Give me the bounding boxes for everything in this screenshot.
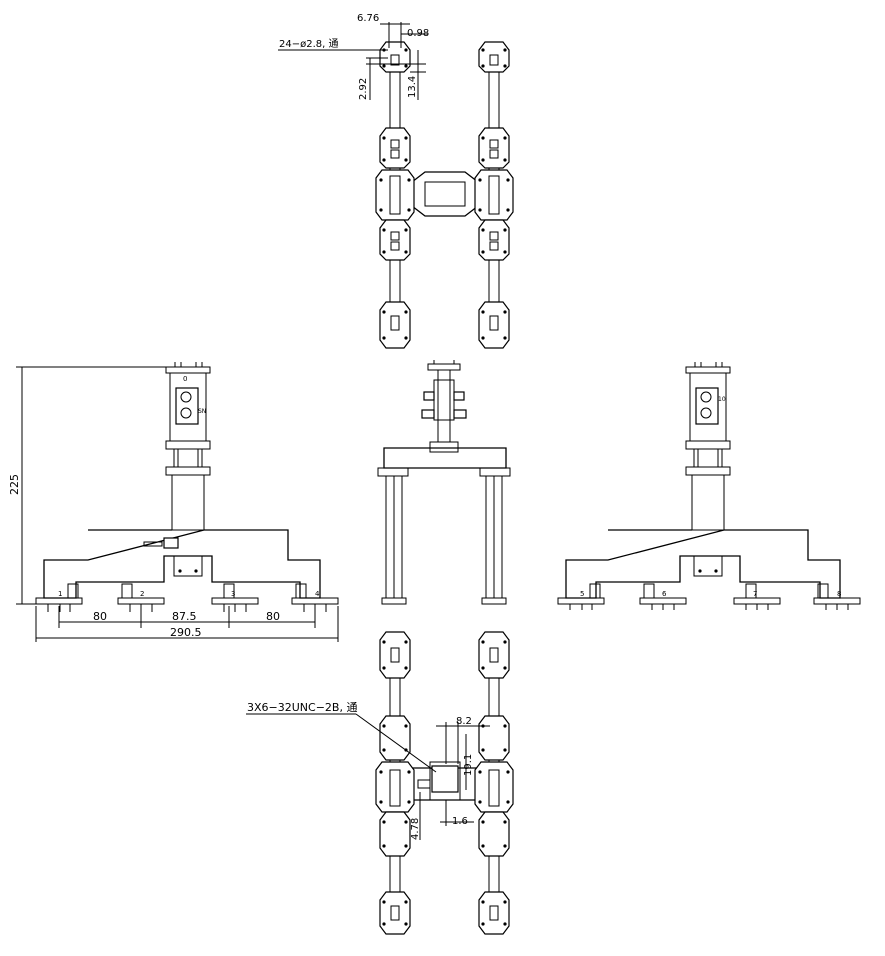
dim-bottom-height: 19.1 (463, 754, 474, 776)
port-4: 4 (315, 590, 320, 598)
top-dimensions: 6.76 0.98 24−ø2.8, 通 2.92 13.4 (278, 13, 429, 100)
top-bolt-holes (379, 48, 510, 340)
port-2: 2 (140, 590, 144, 598)
dim-pitch-left: 80 (93, 610, 107, 623)
top-flanges (375, 41, 514, 349)
label-plate-left: SN (198, 408, 206, 415)
dim-overall-height: 225 (8, 474, 21, 495)
port-8: 8 (837, 590, 841, 598)
dim-bottom-small: 1.6 (452, 816, 468, 827)
dim-bottom-offset: 4.78 (410, 818, 421, 840)
dim-overall-width: 290.5 (170, 626, 202, 639)
right-front-view: 10 5 6 7 8 (557, 362, 861, 610)
port-6: 6 (662, 590, 667, 598)
dim-top-width: 6.76 (357, 13, 379, 24)
left-front-view: 0 SN 1 2 3 4 225 (8, 362, 339, 642)
hole-note: 24−ø2.8, 通 (279, 38, 338, 50)
bottom-dimensions: 3X6−32UNC−2B, 通 8.2 19.1 1.6 4.78 (246, 701, 490, 840)
port-10: 10 (718, 396, 726, 403)
dim-top-height-small: 2.92 (358, 78, 369, 100)
dim-top-height-large: 13.4 (407, 76, 418, 98)
port-1: 1 (58, 590, 62, 598)
top-view: 6.76 0.98 24−ø2.8, 通 2.92 13.4 (278, 13, 514, 349)
top-bridge (411, 171, 479, 217)
dim-top-offset: 0.98 (407, 28, 429, 39)
bottom-bolt-holes (379, 640, 510, 926)
center-side-view (377, 360, 511, 605)
port-3: 3 (231, 590, 235, 598)
port-7: 7 (753, 590, 757, 598)
dim-bottom-width: 8.2 (456, 716, 472, 727)
dim-pitch-right: 80 (266, 610, 280, 623)
dim-pitch-mid: 87.5 (172, 610, 197, 623)
bottom-view: 3X6−32UNC−2B, 通 8.2 19.1 1.6 4.78 (246, 631, 514, 935)
port-0-left: 0 (183, 375, 187, 383)
thread-note: 3X6−32UNC−2B, 通 (247, 701, 357, 714)
port-5: 5 (580, 590, 584, 598)
